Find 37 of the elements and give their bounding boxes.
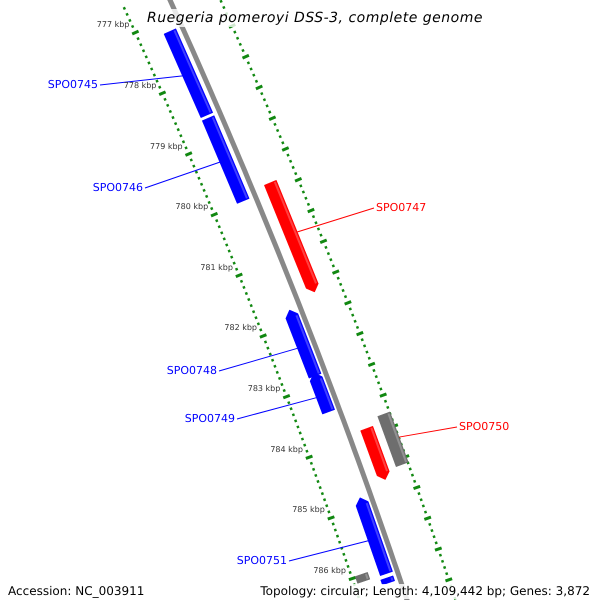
gene-label: SPO0748 [166, 364, 217, 378]
leader-line [297, 208, 374, 232]
tick-label: 782 kbp [224, 323, 258, 334]
leader-line [398, 426, 458, 438]
gene-bar [202, 115, 250, 204]
leader-line [144, 162, 220, 188]
tick-label: 781 kbp [200, 262, 233, 273]
tick-label: 780 kbp [176, 202, 208, 212]
gene-bar [310, 372, 335, 414]
genome-title: Ruegeria pomeroyi DSS-3, complete genome [145, 9, 485, 27]
gene-bar [164, 28, 214, 118]
tick-label: 783 kbp [248, 384, 280, 394]
gene-bar [354, 572, 370, 584]
gene-bar [286, 310, 322, 378]
leader-line [288, 540, 369, 562]
genome-stats-text: Topology: circular; Length: 4,109,442 bp; Genes: 3,872 [260, 584, 590, 599]
tick-label: 779 kbp [150, 142, 183, 152]
gene-bar [380, 576, 395, 586]
gene-label: SPO0747 [376, 201, 426, 215]
tick-label: 778 kbp [124, 81, 156, 91]
gene-label: SPO0746 [92, 181, 143, 195]
accession-text: Accession: NC_003911 [8, 584, 144, 599]
tick-label: 777 kbp [96, 20, 130, 30]
gene-label: SPO0750 [459, 420, 510, 434]
tick-label: 784 kbp [270, 444, 303, 455]
leader-line [218, 348, 298, 372]
gene-bar [356, 497, 393, 576]
tick-label: 786 kbp [313, 566, 346, 576]
gene-label: SPO0745 [48, 78, 98, 92]
gene-bar [377, 412, 409, 467]
leader-line [100, 75, 184, 86]
gene-label: SPO0749 [184, 412, 235, 426]
gene-label: SPO0751 [236, 554, 287, 568]
gene-bar [360, 426, 390, 480]
tick-label: 785 kbp [292, 505, 325, 516]
gene-bar [264, 180, 319, 292]
leader-line [236, 397, 317, 420]
